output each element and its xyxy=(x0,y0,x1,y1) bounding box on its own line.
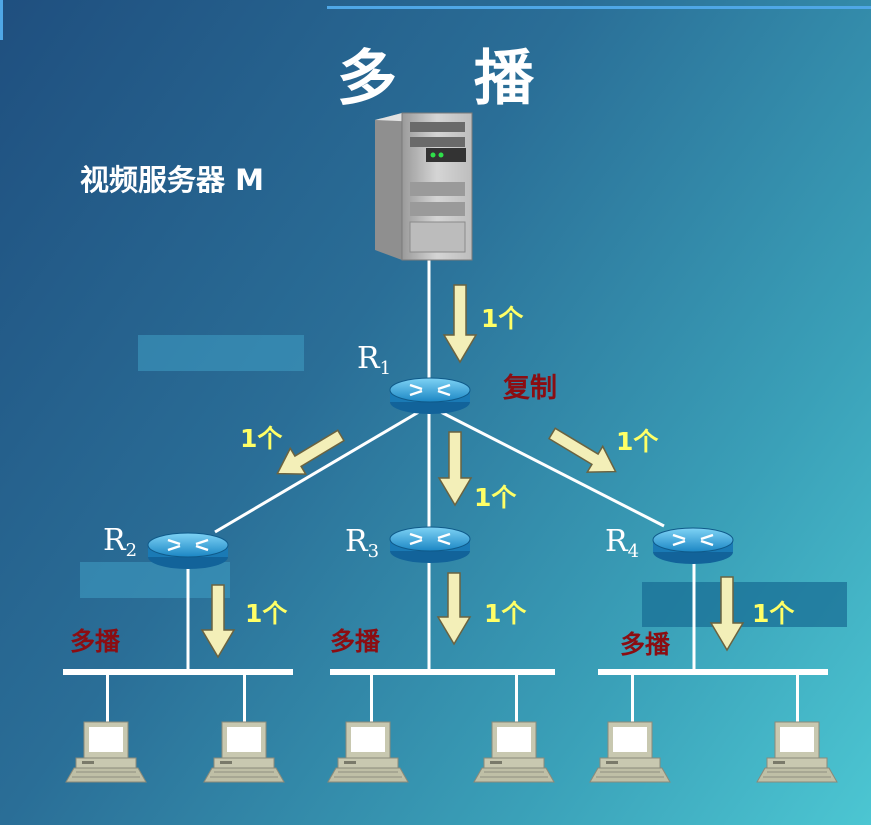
count-label: 1个 xyxy=(240,424,283,453)
slide-title: 多 播 xyxy=(337,44,562,114)
flow-arrows xyxy=(200,284,745,659)
computer-icon xyxy=(473,721,555,783)
lan-drop xyxy=(370,675,373,723)
left-accent-bar xyxy=(0,0,3,40)
router-label-r3: R3 xyxy=(345,524,380,562)
arrow-down-icon xyxy=(442,284,478,364)
multicast-label: 多播 xyxy=(620,630,671,659)
router-r3-icon xyxy=(388,525,472,565)
router-r4-icon xyxy=(651,526,735,566)
network-links xyxy=(186,258,696,671)
arrow-down-right-icon xyxy=(548,427,617,473)
lan-bus-1 xyxy=(63,669,293,675)
count-label: 1个 xyxy=(481,304,524,333)
lan-drop xyxy=(631,675,634,723)
lan-drop xyxy=(515,675,518,723)
computer-icon xyxy=(589,721,671,783)
server-label: 视频服务器 M xyxy=(80,163,264,197)
router-r2-icon xyxy=(146,531,230,571)
router-r1-icon xyxy=(388,376,472,416)
computer-icon xyxy=(756,721,838,783)
count-label: 1个 xyxy=(474,483,517,512)
computer-icon xyxy=(203,721,285,783)
highlight-box xyxy=(642,582,847,627)
arrow-down-icon xyxy=(436,572,472,646)
count-label: 1个 xyxy=(752,599,795,628)
arrow-down-left-icon xyxy=(276,429,345,475)
router-label-r1: R1 xyxy=(357,341,392,379)
lan-segments xyxy=(63,669,828,723)
video-server-icon xyxy=(375,112,473,261)
link-r1-r4 xyxy=(428,404,665,528)
arrow-down-icon xyxy=(200,584,236,659)
lan-bus-3 xyxy=(598,669,828,675)
router-label-r2: R2 xyxy=(103,523,138,561)
lan-drop xyxy=(106,675,109,723)
highlight-box xyxy=(80,562,230,598)
computer-icon xyxy=(65,721,147,783)
arrow-down-icon xyxy=(709,576,745,652)
multicast-label: 多播 xyxy=(70,627,121,656)
count-label: 1个 xyxy=(484,599,527,628)
count-label: 1个 xyxy=(616,427,659,456)
count-label: 1个 xyxy=(245,599,288,628)
lan-drop xyxy=(796,675,799,723)
multicast-label: 多播 xyxy=(330,627,381,656)
host-computers xyxy=(65,721,838,783)
router-label-r4: R4 xyxy=(605,524,640,562)
replicate-label: 复制 xyxy=(503,373,557,404)
arrow-down-icon xyxy=(437,431,473,507)
lan-drop xyxy=(243,675,246,723)
highlight-box xyxy=(138,335,304,371)
top-accent-bar xyxy=(327,6,871,9)
link-r1-r2 xyxy=(214,404,430,534)
lan-bus-2 xyxy=(330,669,555,675)
computer-icon xyxy=(327,721,409,783)
